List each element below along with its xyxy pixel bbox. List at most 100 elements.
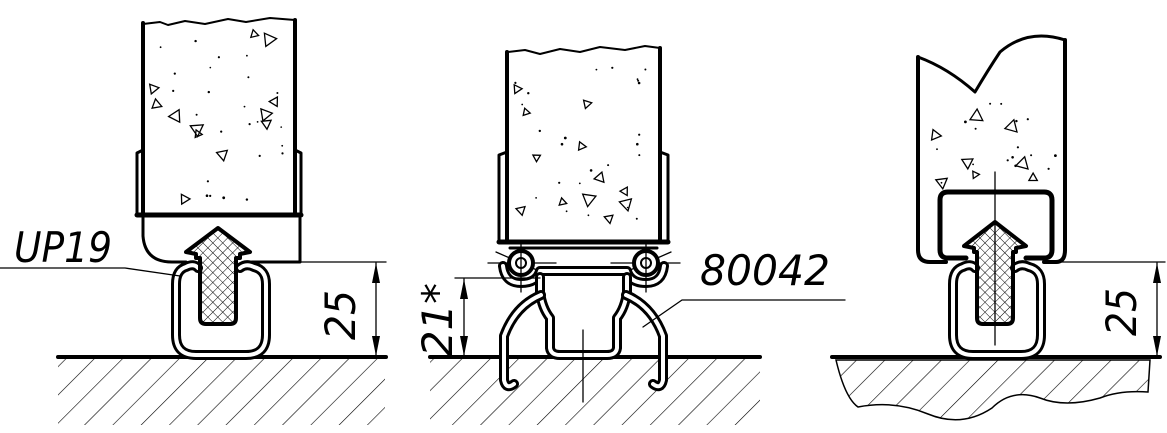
concrete-texture [930, 102, 1057, 191]
aggregate-mark [603, 214, 614, 225]
concrete-texture [148, 28, 284, 206]
aggregate-mark [940, 181, 943, 184]
aggregate-mark [960, 158, 974, 171]
aggregate-mark [578, 182, 581, 185]
aggregate-mark [595, 68, 598, 71]
aggregate-mark [222, 196, 226, 200]
aggregate-mark [521, 103, 524, 106]
aggregate-mark [151, 97, 164, 110]
aggregate-mark [247, 76, 250, 79]
aggregate-mark [1054, 154, 1057, 158]
aggregate-mark [172, 89, 175, 92]
aggregate-mark [207, 90, 210, 94]
seal-arrow-stem [184, 226, 252, 326]
aggregate-mark [514, 205, 526, 217]
aggregate-mark [194, 39, 197, 43]
door-bottom-edge [916, 248, 948, 264]
aggregate-mark [563, 136, 567, 140]
aggregate-mark [220, 130, 223, 133]
aggregate-mark [592, 170, 605, 184]
seal-bulb-inner [174, 263, 268, 357]
aggregate-mark [618, 197, 633, 213]
aggregate-mark [1030, 154, 1033, 157]
aggregate-mark [1027, 171, 1039, 182]
aggregate-mark [1011, 156, 1014, 159]
aggregate-mark [1003, 118, 1018, 133]
aggregate-mark [167, 108, 181, 124]
aggregate-mark [180, 193, 192, 206]
aggregate-mark [159, 46, 162, 49]
aggregate-mark [217, 56, 220, 59]
aggregate-mark [974, 127, 977, 130]
seal-leader-line [0, 267, 181, 277]
aggregate-mark [934, 177, 949, 191]
aggregate-mark [215, 149, 229, 163]
aggregate-mark [205, 194, 209, 197]
height-dimension: 25 [316, 290, 365, 340]
seal-leader-line [642, 299, 846, 328]
profile-top-inner [501, 264, 666, 285]
aggregate-mark [560, 142, 564, 146]
aggregate-mark [258, 154, 261, 157]
seal-carrier [937, 189, 1055, 261]
aggregate-mark [280, 126, 283, 128]
aggregate-mark [514, 81, 517, 84]
aggregate-mark [644, 68, 647, 71]
aggregate-mark [626, 206, 629, 209]
door-break-line [142, 17, 296, 26]
aggregate-mark [618, 185, 628, 197]
aggregate-mark [281, 144, 284, 147]
aggregate-mark [589, 169, 593, 172]
height-dimension: 21* [413, 283, 462, 357]
aggregate-mark [209, 66, 212, 69]
seal-bulb-inner [951, 263, 1043, 357]
aggregate-mark [1000, 102, 1003, 105]
aggregate-mark [558, 196, 568, 206]
aggregate-mark [930, 128, 943, 142]
aggregate-mark [581, 193, 598, 208]
aggregate-mark [1015, 119, 1018, 123]
aggregate-mark [249, 28, 260, 39]
aggregate-mark [637, 81, 641, 85]
aggregate-mark [522, 106, 532, 117]
floor-hatching [835, 359, 1151, 421]
seal-label: UP19 [14, 223, 112, 272]
aggregate-mark [1026, 118, 1029, 121]
profile-fin-right-inner [624, 293, 665, 389]
aggregate-mark [260, 107, 274, 123]
aggregate-mark [565, 210, 568, 213]
aggregate-mark [206, 180, 209, 183]
height-dimension: 25 [1097, 288, 1146, 336]
aggregate-mark [267, 95, 279, 108]
aggregate-mark [637, 79, 640, 82]
aggregate-mark [195, 113, 198, 116]
aggregate-mark [577, 140, 588, 152]
aggregate-mark [245, 198, 249, 201]
aggregate-mark [607, 164, 610, 167]
aggregate-mark [243, 105, 246, 108]
aggregate-mark [538, 129, 541, 133]
aggregate-mark [964, 120, 967, 124]
aggregate-mark [936, 148, 938, 151]
aggregate-mark [989, 102, 992, 105]
right-section: 25 [830, 34, 1166, 421]
aggregate-mark [1014, 155, 1029, 170]
aggregate-mark [636, 78, 639, 81]
aggregate-mark [972, 163, 974, 166]
aggregate-mark [636, 142, 639, 146]
aggregate-mark [256, 121, 259, 123]
middle-section: 21* 80042 [413, 45, 846, 425]
aggregate-mark [531, 154, 542, 164]
aggregate-mark [276, 92, 279, 94]
door-break-line [916, 34, 1067, 94]
aggregate-mark [535, 197, 537, 199]
aggregate-mark [1016, 146, 1020, 149]
aggregate-mark [248, 123, 251, 126]
seal-label: 80042 [700, 246, 830, 295]
concrete-texture [513, 66, 647, 225]
aggregate-mark [558, 181, 561, 184]
floor-hatching [58, 359, 385, 425]
aggregate-mark [173, 72, 176, 75]
aggregate-mark [513, 83, 524, 95]
